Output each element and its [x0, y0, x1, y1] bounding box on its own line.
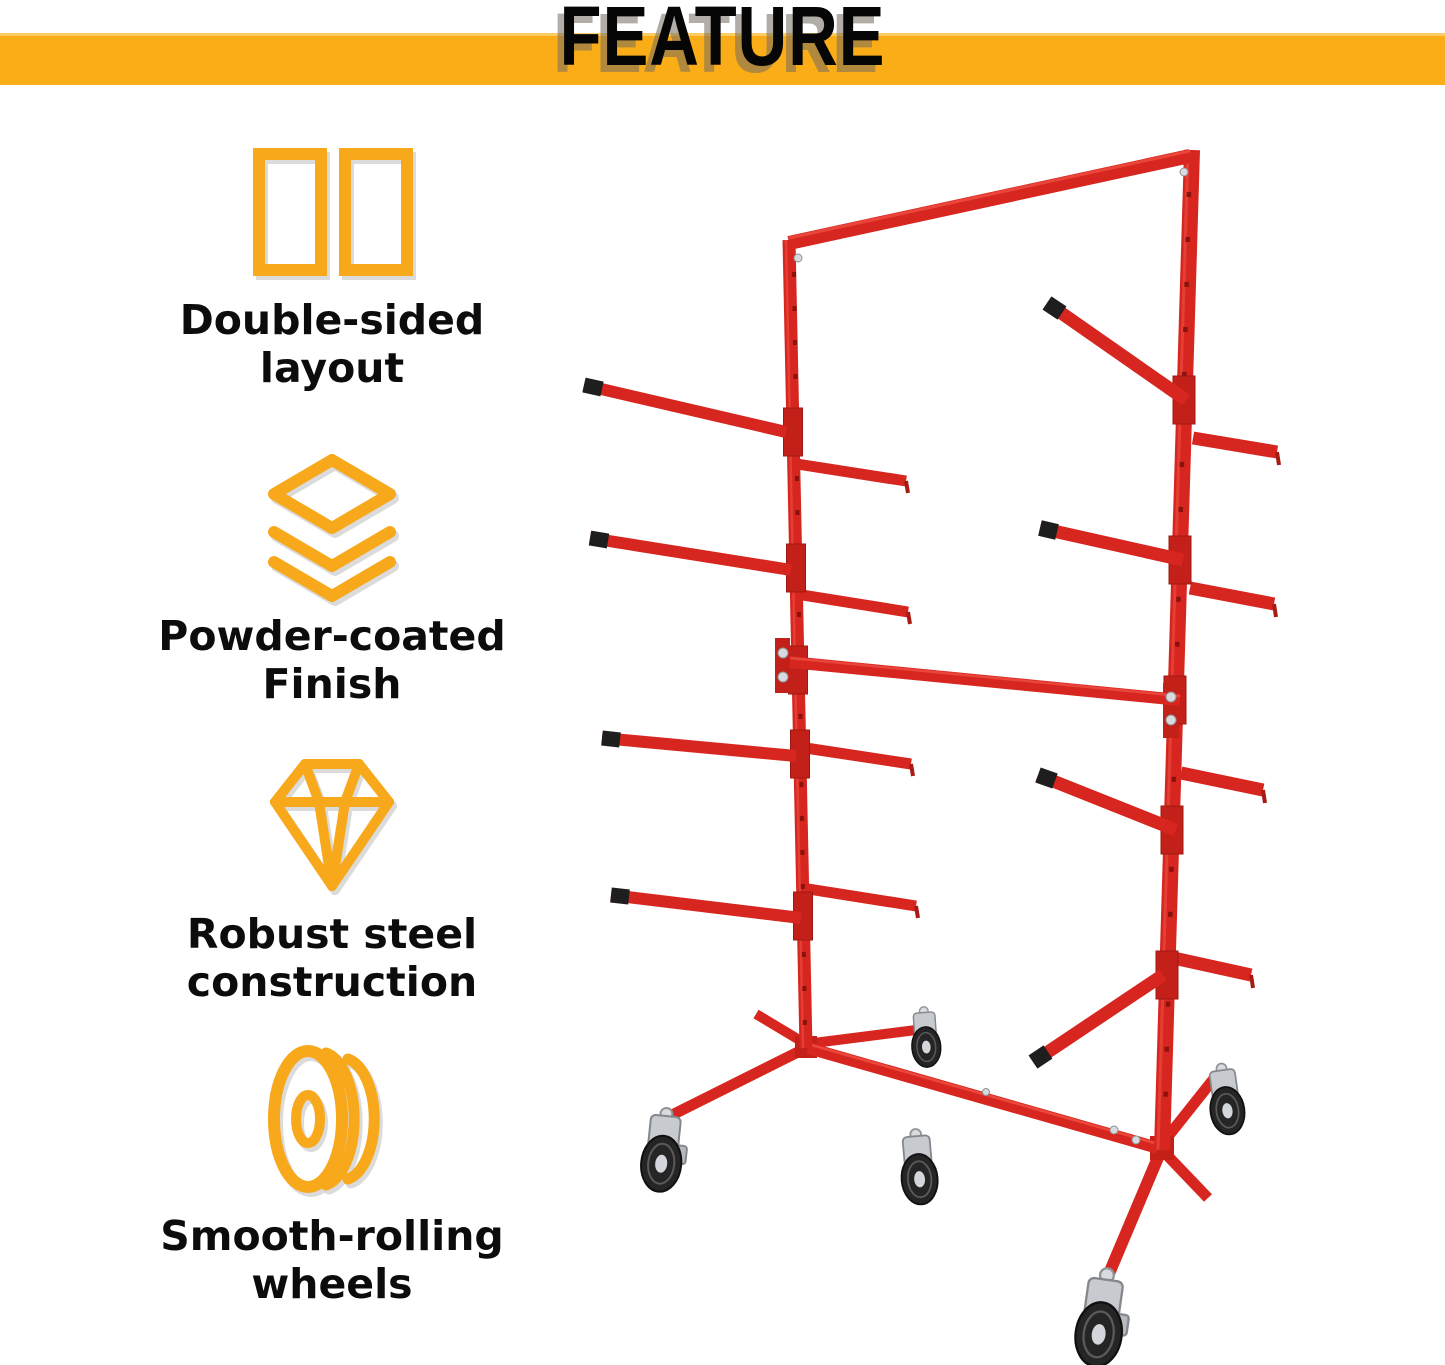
feature-smooth-wheels: Smooth-rolling wheels	[72, 1040, 592, 1308]
feature-label-line2: wheels	[251, 1260, 413, 1308]
caster-mid-right	[900, 1128, 939, 1206]
rack-right-post	[1154, 149, 1200, 1151]
feature-label-line1: Robust steel	[186, 910, 478, 958]
rack-back-arms-right	[1167, 431, 1281, 989]
feature-label-line1: Double-sided	[179, 296, 485, 344]
rack-front-arms-right	[1028, 296, 1190, 1069]
feature-banner	[0, 33, 1445, 85]
feature-double-sided: Double-sided layout	[72, 146, 592, 392]
caster-back-left	[911, 1006, 942, 1068]
feature-label-line2: Finish	[262, 660, 402, 708]
feature-label: Smooth-rolling wheels	[72, 1212, 592, 1308]
feature-label: Powder-coated Finish	[72, 612, 592, 708]
caster-front-left	[640, 1107, 688, 1193]
wheel-icon	[268, 1045, 380, 1193]
feature-robust-steel: Robust steel construction	[72, 752, 592, 1006]
feature-label-line2: layout	[259, 344, 405, 392]
rack-front-arms-left	[582, 377, 802, 924]
stacked-layers-icon	[268, 454, 396, 602]
feature-powder-coated: Powder-coated Finish	[72, 450, 592, 708]
rack-top-bar	[787, 149, 1192, 263]
caster-back-right	[1208, 1062, 1246, 1136]
feature-label-line1: Powder-coated	[158, 612, 506, 660]
rack-middle-bar	[775, 638, 1181, 738]
rack-back-arms-left	[795, 458, 920, 919]
feature-label: Double-sided layout	[72, 296, 592, 392]
feature-label-line1: Smooth-rolling	[160, 1212, 504, 1260]
rack-bottom-bar	[806, 1042, 1160, 1154]
feature-label: Robust steel construction	[72, 910, 592, 1006]
page-title: FEATURE	[559, 0, 886, 83]
rack-base-right	[1102, 1072, 1221, 1279]
caster-front-right	[1074, 1267, 1130, 1365]
feature-label-line2: construction	[186, 958, 478, 1006]
diamond-icon	[270, 759, 394, 891]
double-rectangles-icon	[253, 148, 413, 276]
